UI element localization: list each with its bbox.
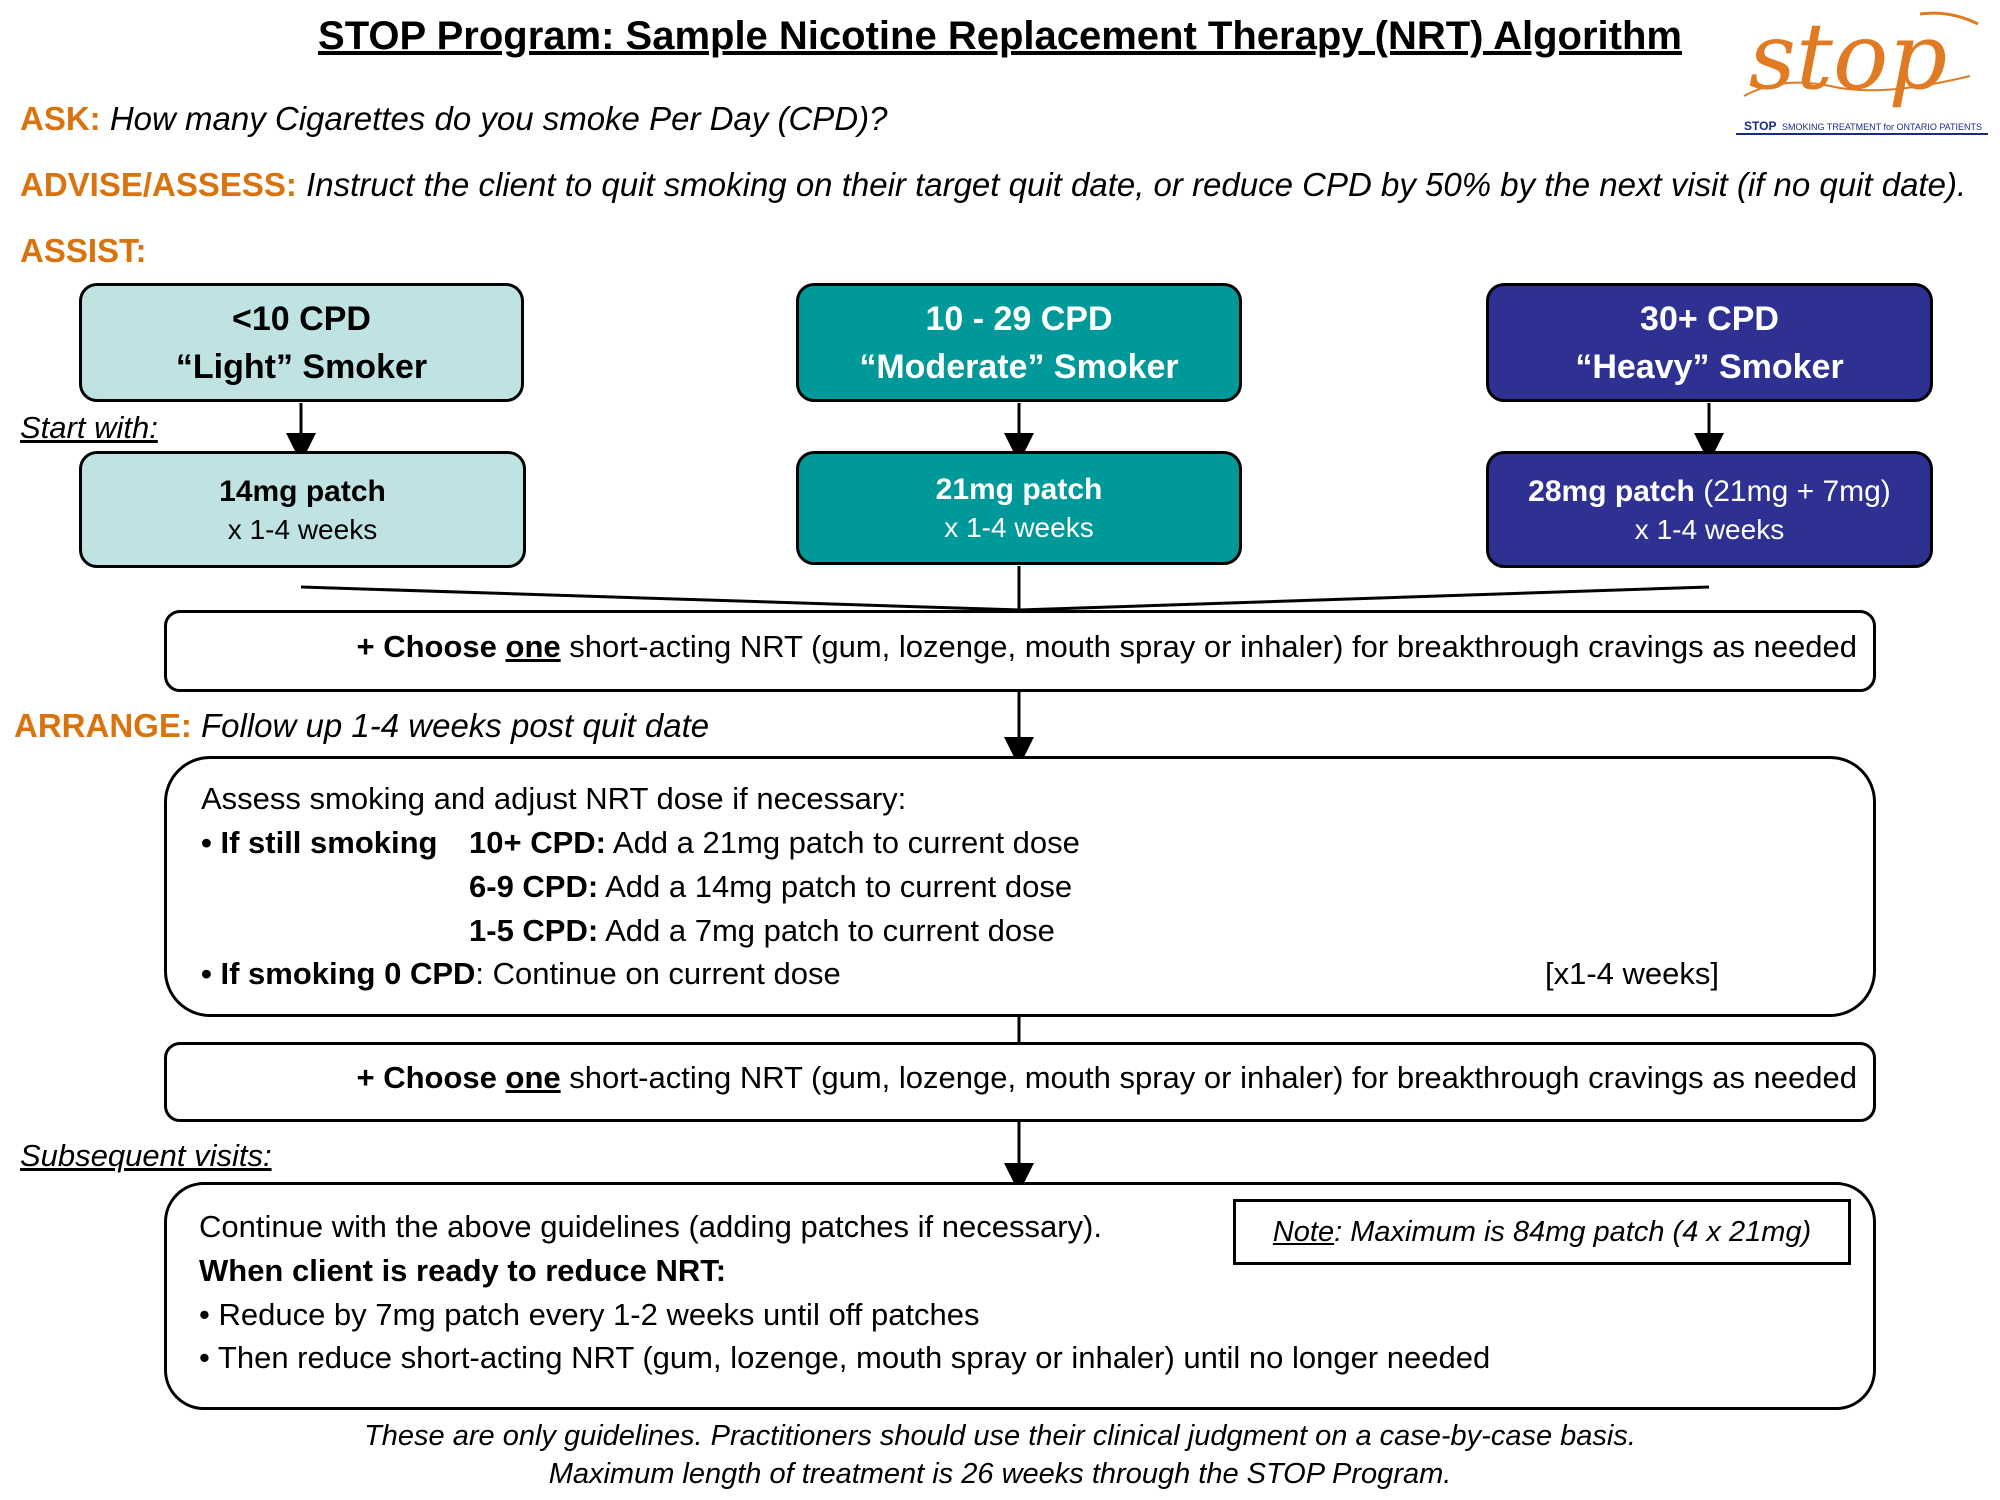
zero-cpd-label: • If smoking 0 CPD [201,956,476,991]
max-dose-note: Note: Maximum is 84mg patch (4 x 21mg) [1233,1199,1851,1265]
short-acting-nrt-box: + Choose one short-acting NRT (gum, loze… [164,610,1876,692]
subsequent-label: Subsequent visits: [20,1138,272,1173]
category-heavy-type: “Heavy” Smoker [1575,347,1844,386]
category-heavy-cpd: 30+ CPD [1640,299,1779,338]
subsequent-continue: Continue with the above guidelines (addi… [199,1209,1102,1244]
patch-heavy-dose: 28mg patch [1528,474,1695,508]
assess-still-smoking: • If still smoking [201,825,438,860]
short-acting-emphasis: one [505,629,561,664]
start-with-label: Start with: [20,410,158,445]
zero-cpd-action: : Continue on current dose [475,956,841,991]
subsequent-box: Continue with the above guidelines (addi… [164,1182,1876,1410]
patch-moderate-box: 21mg patch x 1-4 weeks [796,451,1242,565]
advise-label: ADVISE/ASSESS: [20,166,297,203]
assess-rule-1to5: 1-5 CPD: Add a 7mg patch to current dose [469,913,1055,949]
page-title: STOP Program: Sample Nicotine Replacemen… [318,14,1682,58]
category-light-cpd: <10 CPD [232,299,371,338]
assess-intro: Assess smoking and adjust NRT dose if ne… [201,781,907,816]
assist-label: ASSIST: [20,232,147,269]
ask-text: How many Cigarettes do you smoke Per Day… [109,100,888,137]
category-moderate-cpd: 10 - 29 CPD [925,299,1113,338]
arrange-label: ARRANGE: [14,707,192,744]
footer-line-1: These are only guidelines. Practitioners… [364,1420,1636,1452]
rule-1to5-range: 1-5 CPD: [469,913,599,948]
ask-line: ASK: How many Cigarettes do you smoke Pe… [20,100,887,138]
subsequent-bullet-1: • Reduce by 7mg patch every 1-2 weeks un… [199,1297,980,1332]
note-text: : Maximum is 84mg patch (4 x 21mg) [1334,1215,1812,1248]
short-acting-prefix-2: + Choose [356,1060,506,1095]
short-acting-nrt-text-2: + Choose one short-acting NRT (gum, loze… [357,1060,1858,1096]
category-light-box: <10 CPD “Light” Smoker [79,283,524,402]
arrange-text: Follow up 1-4 weeks post quit date [201,707,710,744]
assist-line: ASSIST: [20,232,147,270]
subsequent-ready: When client is ready to reduce NRT: [199,1253,727,1288]
rule-6to9-action: Add a 14mg patch to current dose [605,869,1073,904]
patch-light-duration: x 1-4 weeks [227,513,378,545]
assess-duration: [x1-4 weeks] [1545,956,1720,991]
stop-logo: stop STOP SMOKING TREATMENT for ONTARIO … [1720,3,1992,138]
short-acting-nrt-box-2: + Choose one short-acting NRT (gum, loze… [164,1042,1876,1122]
logo-wordmark-text: stop [1749,6,1947,110]
merge-line-right [1018,585,1710,612]
short-acting-emphasis-2: one [505,1060,561,1095]
category-moderate-type: “Moderate” Smoker [859,347,1179,386]
note-label: Note [1272,1215,1335,1248]
rule-10plus-range: 10+ CPD: [469,825,606,860]
patch-light-box: 14mg patch x 1-4 weeks [79,451,526,568]
stop-logo-wordmark: stop STOP SMOKING TREATMENT for ONTARIO … [1736,3,1988,135]
patch-heavy-extra: (21mg + 7mg) [1694,474,1891,508]
logo-subtitle: SMOKING TREATMENT for ONTARIO PATIENTS [1782,122,1982,132]
assess-box: Assess smoking and adjust NRT dose if ne… [164,756,1876,1017]
patch-moderate-duration: x 1-4 weeks [944,512,1094,543]
advise-text: Instruct the client to quit smoking on t… [306,166,1967,203]
patch-heavy-box: 28mg patch (21mg + 7mg) x 1-4 weeks [1486,451,1933,568]
category-heavy-box: 30+ CPD “Heavy” Smoker [1486,283,1933,402]
rule-6to9-range: 6-9 CPD: [469,869,599,904]
footer-line-2: Maximum length of treatment is 26 weeks … [548,1458,1452,1490]
patch-moderate-dose: 21mg patch [935,473,1103,506]
short-acting-prefix: + Choose [356,629,506,664]
rule-10plus-action: Add a 21mg patch to current dose [612,825,1080,860]
patch-light-dose: 14mg patch [219,474,386,508]
category-light-type: “Light” Smoker [175,347,428,386]
logo-acronym: STOP [1744,119,1776,133]
subsequent-bullet-2: • Then reduce short-acting NRT (gum, loz… [199,1340,1491,1375]
merge-line-left [300,585,1020,612]
arrange-line: ARRANGE: Follow up 1-4 weeks post quit d… [14,707,709,745]
assess-rule-10plus: 10+ CPD: Add a 21mg patch to current dos… [469,825,1080,861]
category-moderate-box: 10 - 29 CPD “Moderate” Smoker [796,283,1242,402]
short-acting-suffix-2: short-acting NRT (gum, lozenge, mouth sp… [560,1060,1857,1095]
assess-zero-cpd: • If smoking 0 CPD: Continue on current … [201,956,841,992]
ask-label: ASK: [20,100,101,137]
short-acting-suffix: short-acting NRT (gum, lozenge, mouth sp… [560,629,1857,664]
patch-heavy-duration: x 1-4 weeks [1634,513,1785,545]
rule-1to5-action: Add a 7mg patch to current dose [605,913,1055,948]
assess-rule-6to9: 6-9 CPD: Add a 14mg patch to current dos… [469,869,1072,905]
advise-line: ADVISE/ASSESS: Instruct the client to qu… [20,166,1966,204]
short-acting-nrt-text: + Choose one short-acting NRT (gum, loze… [357,629,1858,665]
